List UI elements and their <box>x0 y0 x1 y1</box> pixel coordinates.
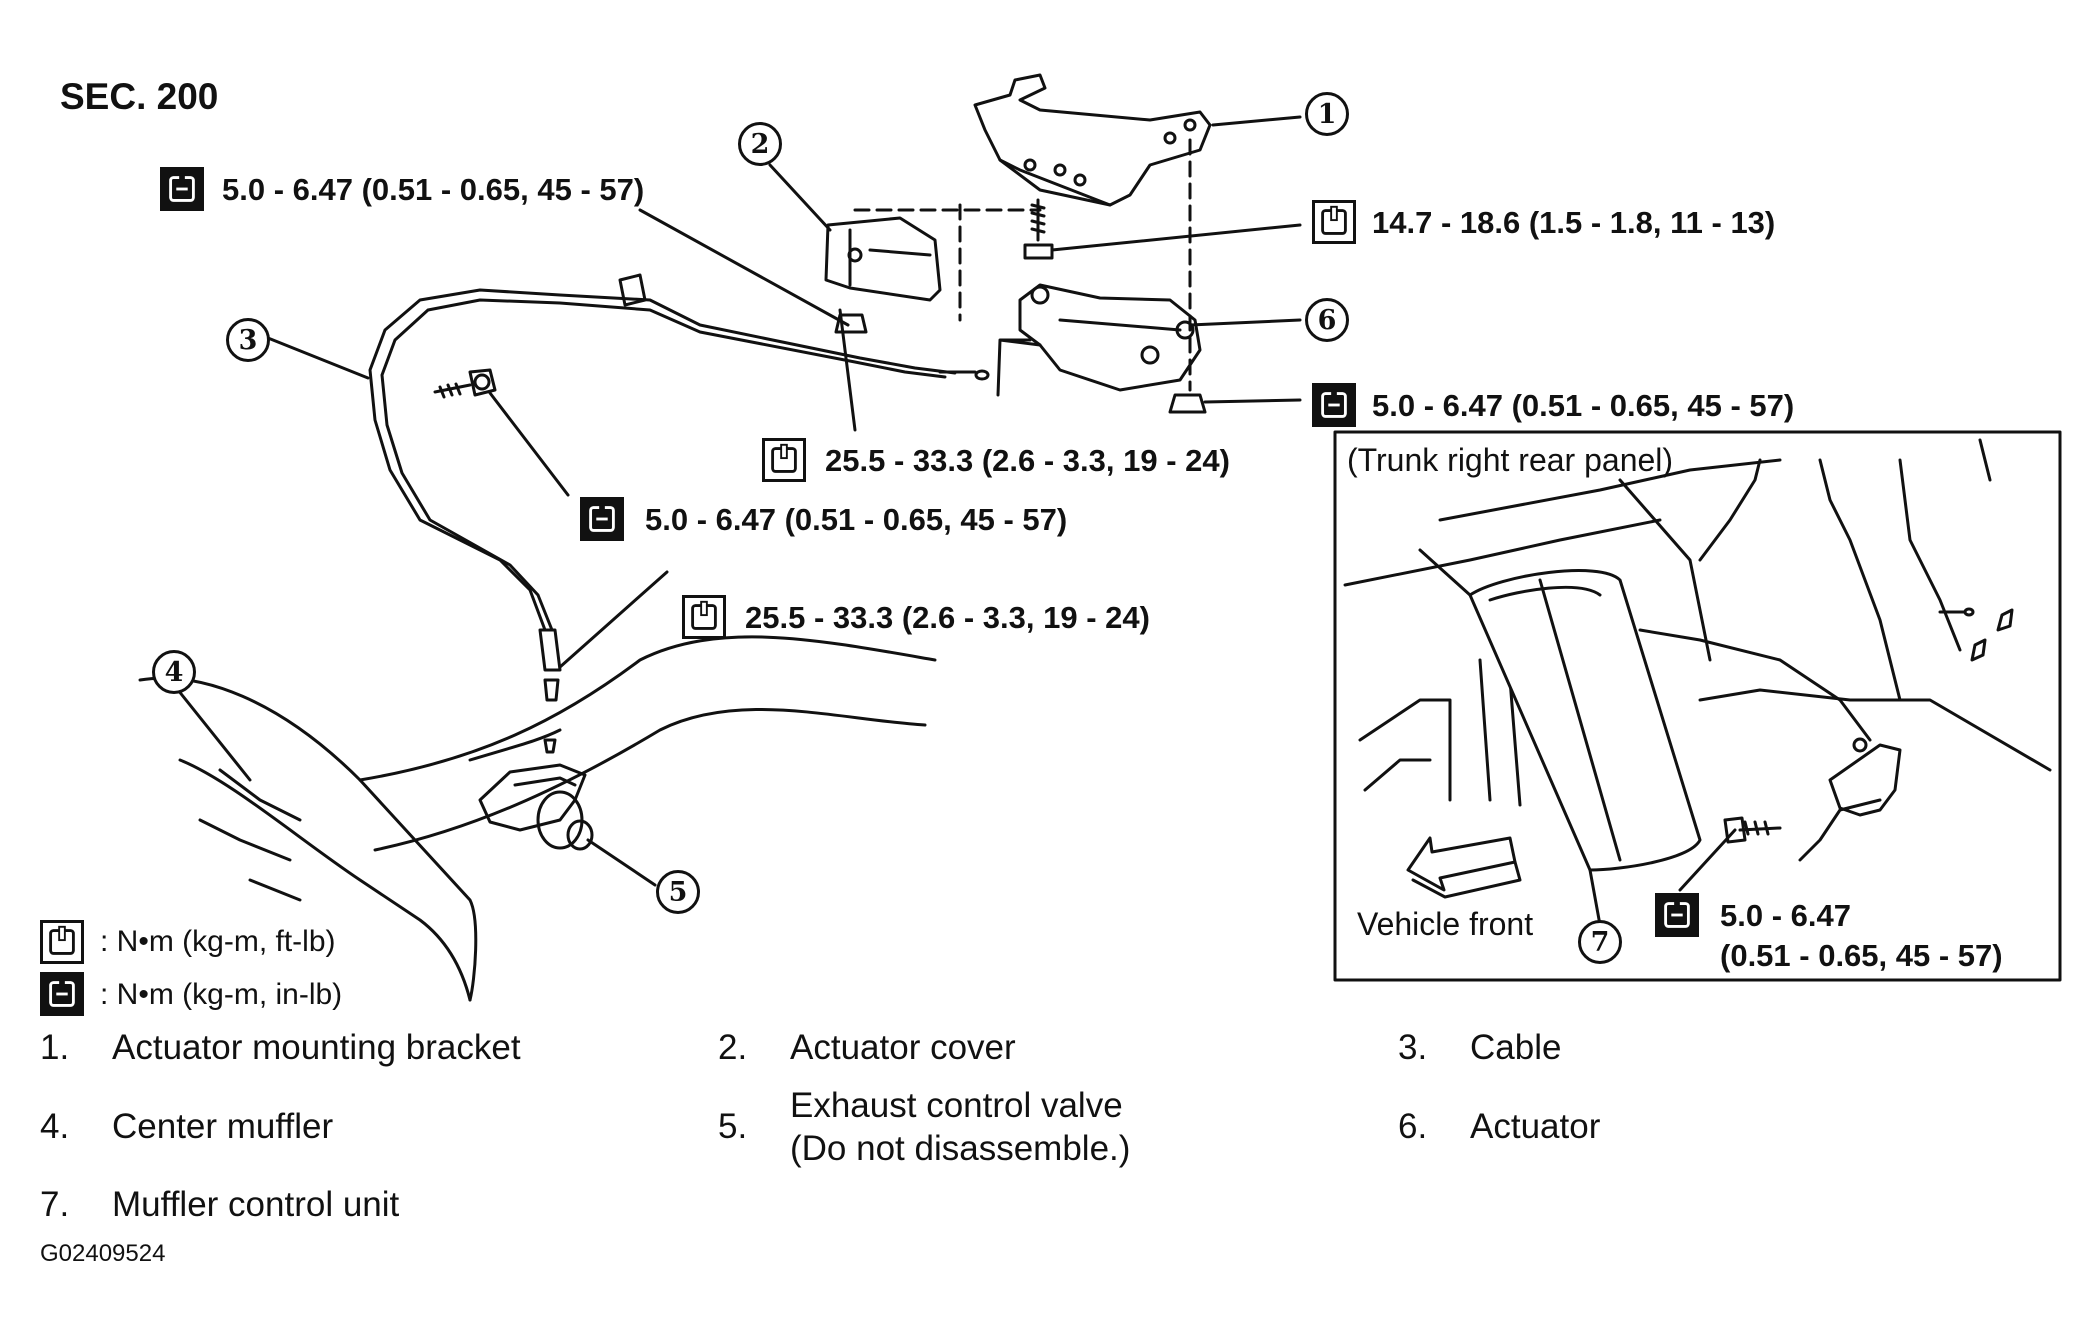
exhaust-control-valve <box>478 763 594 851</box>
part-name: Center muffler <box>112 1107 334 1146</box>
callout-3: 3 <box>226 318 270 362</box>
torque-ftlb-icon <box>762 438 806 482</box>
torque-spec-bracket-bolt: 14.7 - 18.6 (1.5 - 1.8, 11 - 13) <box>1372 205 1776 240</box>
torque-spec-actuator-cover: 5.0 - 6.47 (0.51 - 0.65, 45 - 57) <box>222 172 645 207</box>
part-number: 2. <box>718 1028 748 1067</box>
callout-5: 5 <box>656 870 700 914</box>
vehicle-front-arrow-icon <box>1406 836 1522 899</box>
torque-inlb-icon <box>580 497 624 541</box>
torque-spec-control-unit-line1: 5.0 - 6.47 <box>1720 898 1851 933</box>
control-unit-bracket <box>1678 737 1902 892</box>
torque-inlb-icon <box>40 972 84 1016</box>
muffler-control-unit <box>1418 548 1702 927</box>
part-note: (Do not disassemble.) <box>790 1129 1131 1168</box>
legend-ftlb: : N•m (kg-m, ft-lb) <box>100 925 336 958</box>
callout-6: 6 <box>1305 298 1349 342</box>
torque-inlb-icon <box>160 167 204 211</box>
actuator-mounting-bracket <box>973 73 1212 207</box>
callout-1: 1 <box>1305 92 1349 136</box>
part-name: Actuator mounting bracket <box>112 1028 521 1067</box>
part-name: Muffler control unit <box>112 1185 400 1224</box>
part-number: 4. <box>40 1107 70 1146</box>
torque-spec-actuator-nut: 5.0 - 6.47 (0.51 - 0.65, 45 - 57) <box>1372 388 1795 423</box>
inset-frame <box>1333 430 2062 982</box>
torque-spec-cable-actuator: 25.5 - 33.3 (2.6 - 3.3, 19 - 24) <box>825 443 1230 478</box>
torque-inlb-icon <box>1312 383 1356 427</box>
part-name: Cable <box>1470 1028 1562 1067</box>
torque-inlb-icon <box>1655 893 1699 937</box>
part-number: 7. <box>40 1185 70 1224</box>
actuator-cover <box>824 216 942 334</box>
bracket-bolt <box>1023 198 1054 260</box>
inset-panel-art <box>1343 438 2052 862</box>
callout-2: 2 <box>738 122 782 166</box>
torque-spec-cable-valve: 25.5 - 33.3 (2.6 - 3.3, 19 - 24) <box>745 600 1150 635</box>
actuator <box>996 283 1207 414</box>
leader-lines <box>176 115 1302 887</box>
cable <box>368 273 990 754</box>
part-number: 5. <box>718 1107 748 1146</box>
inset-title: (Trunk right rear panel) <box>1347 442 1674 478</box>
part-name: Actuator <box>1470 1107 1601 1146</box>
legend-inlb: : N•m (kg-m, in-lb) <box>100 978 343 1011</box>
torque-spec-control-unit-line2: (0.51 - 0.65, 45 - 57) <box>1720 938 2003 973</box>
part-name: Actuator cover <box>790 1028 1016 1067</box>
part-number: 3. <box>1398 1028 1428 1067</box>
callout-4: 4 <box>152 650 196 694</box>
part-name: Exhaust control valve <box>790 1086 1123 1125</box>
torque-ftlb-icon <box>1312 200 1356 244</box>
part-number: 6. <box>1398 1107 1428 1146</box>
figure-code: G02409524 <box>40 1240 166 1267</box>
vehicle-front-label: Vehicle front <box>1357 906 1534 942</box>
torque-spec-cable-bracket: 5.0 - 6.47 (0.51 - 0.65, 45 - 57) <box>645 502 1068 537</box>
guide-lines <box>853 138 1192 392</box>
torque-ftlb-icon <box>682 595 726 639</box>
section-number: SEC. 200 <box>60 76 219 117</box>
part-number: 1. <box>40 1028 70 1067</box>
torque-ftlb-icon <box>40 920 84 964</box>
cable-bracket-bolt <box>433 368 497 399</box>
callout-7: 7 <box>1578 920 1622 964</box>
